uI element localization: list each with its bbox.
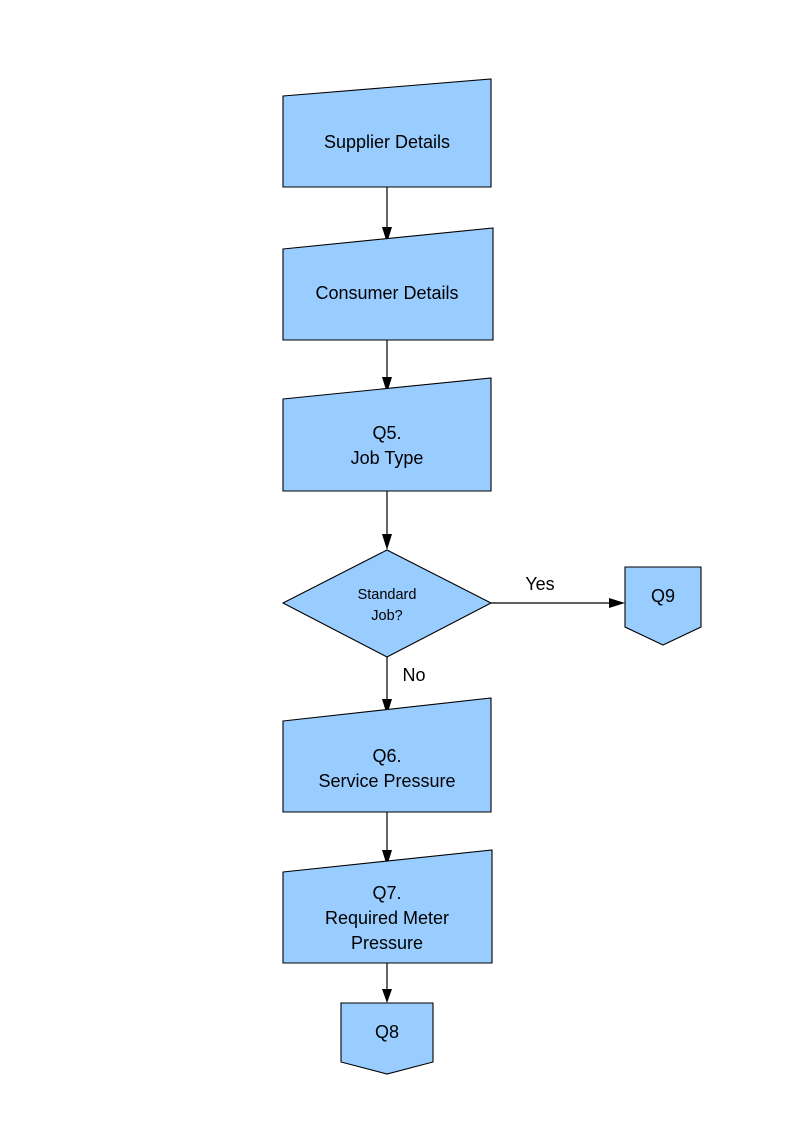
edge-decision-no-to-q6-label: No — [402, 665, 425, 685]
q5-job-type-label: Q5. Job Type — [351, 423, 424, 468]
consumer-details-label: Consumer Details — [315, 283, 458, 303]
node-q6-service-pressure[interactable]: Q6. Service Pressure — [282, 697, 492, 813]
edge-decision-yes-to-q9-label: Yes — [525, 574, 554, 594]
node-consumer-details[interactable]: Consumer Details — [282, 227, 494, 341]
q8-terminator-shape[interactable] — [340, 1002, 434, 1075]
supplier-details-label-line-0: Supplier Details — [324, 132, 450, 152]
node-q9-terminator[interactable]: Q9 — [624, 566, 702, 646]
consumer-details-shape[interactable] — [282, 227, 494, 341]
node-q8-terminator[interactable]: Q8 — [340, 1002, 434, 1075]
q7-required-meter-pressure-shape[interactable] — [282, 849, 493, 964]
edge-decision-yes-to-q9 — [491, 598, 625, 608]
consumer-details-label-line-0: Consumer Details — [315, 283, 458, 303]
supplier-details-shape[interactable] — [282, 78, 492, 188]
edge-consumer-to-q5 — [382, 340, 392, 393]
q6-service-pressure-label-line-0: Q6. — [372, 746, 401, 766]
q5-job-type-label-line-1: Job Type — [351, 448, 424, 468]
edge-q6-to-q7 — [382, 812, 392, 866]
q5-job-type-shape[interactable] — [282, 377, 492, 492]
edge-q6-to-q7-arrowhead — [382, 850, 392, 866]
edges-layer — [382, 187, 625, 1003]
q6-service-pressure-label-line-1: Service Pressure — [318, 771, 455, 791]
q5-job-type-label-line-0: Q5. — [372, 423, 401, 443]
q6-service-pressure-label: Q6. Service Pressure — [318, 746, 455, 791]
node-q5-job-type[interactable]: Q5. Job Type — [282, 377, 492, 492]
standard-job-decision-shape[interactable] — [281, 549, 493, 658]
standard-job-decision-label-line-1: Job? — [371, 608, 402, 624]
q6-service-pressure-shape[interactable] — [282, 697, 492, 813]
edge-q5-to-decision — [382, 491, 392, 550]
edge-decision-no-to-q6-arrowhead — [382, 699, 392, 715]
edge-decision-yes-to-q9-arrowhead — [609, 598, 625, 608]
q9-terminator-shape[interactable] — [624, 566, 702, 646]
q7-required-meter-pressure-label-line-2: Pressure — [351, 933, 423, 953]
edge-consumer-to-q5-arrowhead — [382, 377, 392, 393]
edge-supplier-to-consumer-arrowhead — [382, 227, 392, 243]
edge-q7-to-q8-arrowhead — [382, 989, 392, 1003]
edge-q7-to-q8 — [382, 963, 392, 1003]
q7-required-meter-pressure-label-line-1: Required Meter — [325, 908, 449, 928]
edge-q5-to-decision-arrowhead — [382, 534, 392, 550]
q7-required-meter-pressure-label-line-0: Q7. — [372, 883, 401, 903]
q9-terminator-label-line-0: Q9 — [651, 586, 675, 606]
q9-terminator-label: Q9 — [651, 586, 675, 606]
edge-decision-no-to-q6 — [382, 657, 392, 715]
edge-supplier-to-consumer — [382, 187, 392, 243]
q8-terminator-label: Q8 — [375, 1022, 399, 1042]
supplier-details-label: Supplier Details — [324, 132, 450, 152]
standard-job-decision-label-line-0: Standard — [358, 587, 417, 603]
node-supplier-details[interactable]: Supplier Details — [282, 78, 492, 188]
q8-terminator-label-line-0: Q8 — [375, 1022, 399, 1042]
